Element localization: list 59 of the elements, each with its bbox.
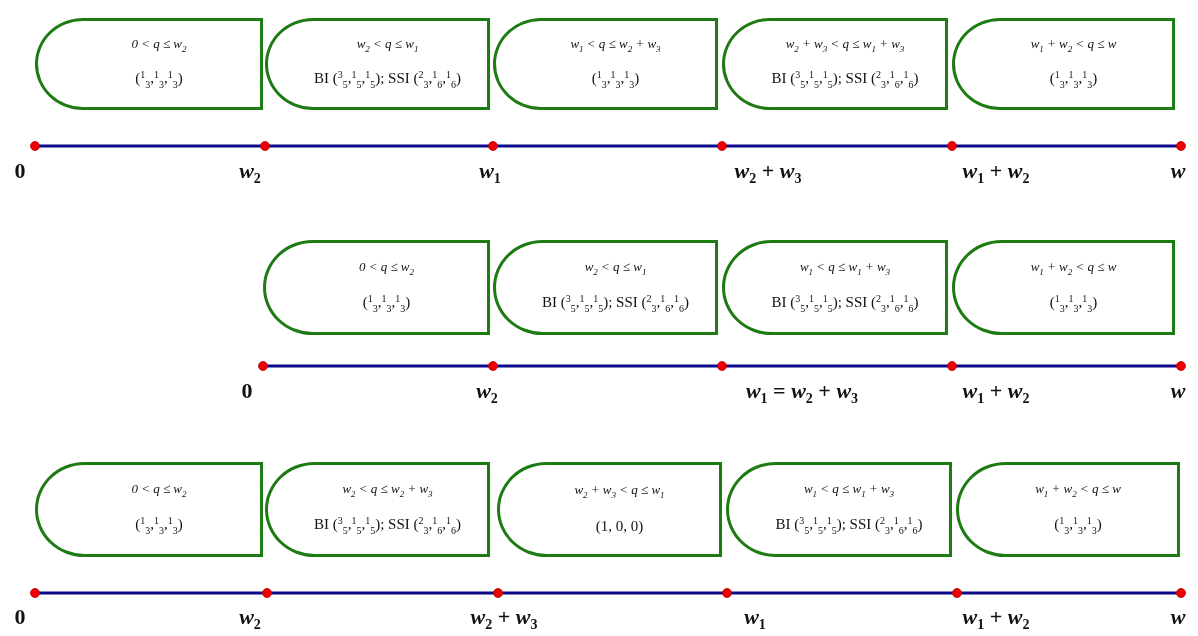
interval-box — [497, 462, 722, 557]
axis-label: 0 — [241, 378, 253, 404]
interval-box — [956, 462, 1180, 557]
axis-label: w$_{2}$ + w$_{3}$ — [470, 604, 538, 634]
interval-condition: w$_{1}$ + w$_{2}$ < q ≤ w — [1030, 259, 1117, 277]
interval-condition: w$_{2}$ < q ≤ w$_{1}$ — [356, 36, 419, 54]
interval-condition: w$_{1}$ < q ≤ w$_{1}$ + w$_{3}$ — [803, 481, 895, 499]
interval-box — [35, 18, 263, 110]
interval-condition: w$_{1}$ < q ≤ w$_{2}$ + w$_{3}$ — [570, 36, 661, 54]
index-values: BI ($^{3}$$_{5}$,$^{1}$$_{5}$,$^{1}$$_{5}$); SSI ($^{2}$$_{3}$,$^{1}$$_{6}$,$^{1}$$_{6}$) — [313, 514, 462, 536]
axis-label: w$_{2}$ — [239, 604, 261, 634]
interval-box — [265, 462, 490, 557]
interval-condition: w$_{2}$ + w$_{3}$ < q ≤ w$_{1}$ — [574, 482, 665, 500]
index-values: ($^{1}$$_{3}$,$^{1}$$_{3}$,$^{1}$$_{3}$) — [1054, 514, 1102, 536]
interval-condition: w$_{1}$ < q ≤ w$_{1}$ + w$_{3}$ — [799, 259, 891, 277]
interval-condition: w$_{2}$ < q ≤ w$_{1}$ — [584, 259, 647, 277]
axis-label: w$_{1}$ — [479, 158, 501, 188]
index-values: BI ($^{3}$$_{5}$,$^{1}$$_{5}$,$^{1}$$_{5}$); SSI ($^{2}$$_{3}$,$^{1}$$_{6}$,$^{1}$$_{6}$) — [313, 68, 462, 90]
index-values: ($^{1}$$_{3}$,$^{1}$$_{3}$,$^{1}$$_{3}$) — [135, 514, 183, 536]
interval-box — [952, 18, 1175, 110]
interval-box — [952, 240, 1175, 335]
index-values: (1, 0, 0) — [595, 517, 644, 535]
interval-box — [726, 462, 952, 557]
index-values: ($^{1}$$_{3}$,$^{1}$$_{3}$,$^{1}$$_{3}$) — [362, 292, 411, 314]
axis-label: w — [1170, 604, 1186, 630]
interval-box — [722, 240, 948, 335]
axis-label: w$_{1}$ + w$_{2}$ — [962, 378, 1030, 408]
interval-condition: w$_{1}$ + w$_{2}$ < q ≤ w — [1035, 481, 1121, 499]
axis-label: 0 — [14, 604, 26, 630]
index-values: BI ($^{3}$$_{5}$,$^{1}$$_{5}$,$^{1}$$_{5}$); SSI ($^{2}$$_{3}$,$^{1}$$_{6}$,$^{1}$$_{6}$) — [771, 292, 919, 314]
index-values: BI ($^{3}$$_{5}$,$^{1}$$_{5}$,$^{1}$$_{5}$); SSI ($^{2}$$_{3}$,$^{1}$$_{6}$,$^{1}$$_{6}$) — [771, 68, 919, 90]
axis-label: w$_{1}$ — [744, 604, 766, 634]
axis-label: w$_{1}$ + w$_{2}$ — [962, 158, 1030, 188]
interval-condition: 0 < q ≤ w$_{2}$ — [131, 36, 187, 54]
index-values: BI ($^{3}$$_{5}$,$^{1}$$_{5}$,$^{1}$$_{5}$); SSI ($^{2}$$_{3}$,$^{1}$$_{6}$,$^{1}$$_{6}$) — [541, 292, 690, 314]
index-values: ($^{1}$$_{3}$,$^{1}$$_{3}$,$^{1}$$_{3}$) — [135, 68, 183, 90]
interval-condition: 0 < q ≤ w$_{2}$ — [131, 481, 187, 499]
interval-condition: w$_{2}$ + w$_{3}$ < q ≤ w$_{1}$ + w$_{3}$ — [785, 36, 905, 54]
interval-condition: w$_{2}$ < q ≤ w$_{2}$ + w$_{3}$ — [342, 481, 433, 499]
index-values: ($^{1}$$_{3}$,$^{1}$$_{3}$,$^{1}$$_{3}$) — [591, 68, 640, 90]
axis-label: w$_{2}$ + w$_{3}$ — [734, 158, 802, 188]
interval-box — [263, 240, 490, 335]
interval-condition: w$_{1}$ + w$_{2}$ < q ≤ w — [1030, 36, 1117, 54]
index-values: BI ($^{3}$$_{5}$,$^{1}$$_{5}$,$^{1}$$_{5}$); SSI ($^{2}$$_{3}$,$^{1}$$_{6}$,$^{1}$$_{6}$) — [775, 514, 923, 536]
interval-condition: 0 < q ≤ w$_{2}$ — [358, 259, 415, 277]
axis-label: w$_{1}$ + w$_{2}$ — [962, 604, 1030, 634]
interval-box — [265, 18, 490, 110]
axis-label: w$_{1}$ = w$_{2}$ + w$_{3}$ — [745, 378, 859, 408]
axis-label: w$_{2}$ — [239, 158, 261, 188]
axis-label: 0 — [14, 158, 26, 184]
axis-label: w — [1170, 158, 1186, 184]
index-values: ($^{1}$$_{3}$,$^{1}$$_{3}$,$^{1}$$_{3}$) — [1049, 68, 1098, 90]
index-values: ($^{1}$$_{3}$,$^{1}$$_{3}$,$^{1}$$_{3}$) — [1049, 292, 1098, 314]
interval-box — [35, 462, 263, 557]
interval-box — [493, 18, 718, 110]
interval-box — [493, 240, 718, 335]
axis-label: w — [1170, 378, 1186, 404]
interval-box — [722, 18, 948, 110]
axis-label: w$_{2}$ — [476, 378, 498, 408]
